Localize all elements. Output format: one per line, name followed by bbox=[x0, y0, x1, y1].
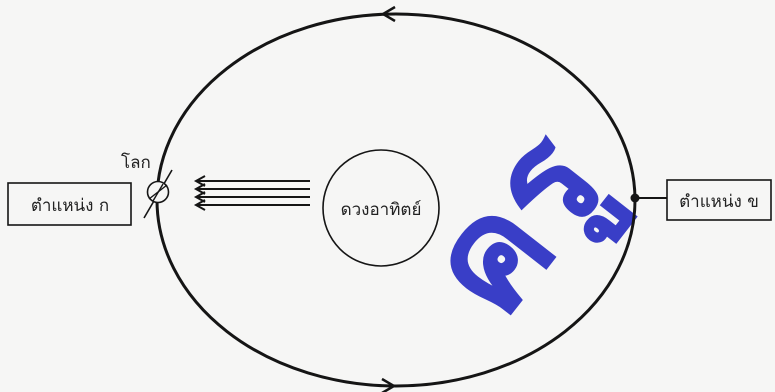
position-a-box: ตำแหน่ง ก bbox=[8, 183, 131, 225]
position-b-box: ตำแหน่ง ข bbox=[667, 180, 771, 220]
sun-label: ดวงอาทิตย์ bbox=[341, 200, 422, 220]
position-b-label: ตำแหน่ง ข bbox=[679, 192, 759, 212]
position-a-label: ตำแหน่ง ก bbox=[31, 196, 109, 216]
earth-label: โลก bbox=[121, 152, 151, 173]
sunlight-rays bbox=[196, 176, 310, 210]
